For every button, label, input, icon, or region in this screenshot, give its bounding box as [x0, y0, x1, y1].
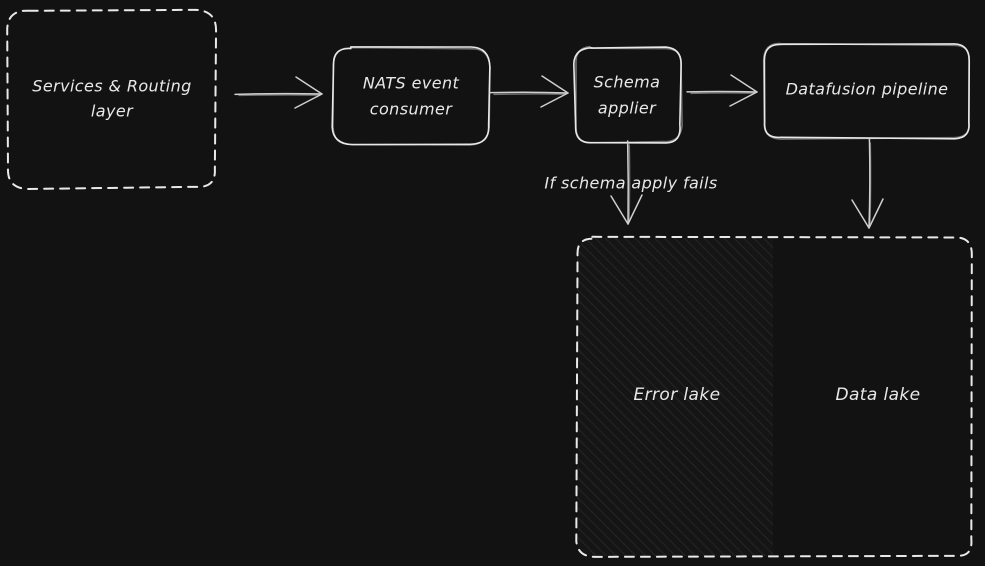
lakes-container-border — [575, 235, 973, 558]
data-lake-label: Data lake — [835, 385, 920, 405]
services-routing-layer-label-line-2: layer — [91, 102, 134, 121]
schema-applier-border-second-pass — [575, 45, 683, 144]
schema-to-datafusion-arrowhead — [729, 74, 758, 107]
lakes-container[interactable]: Error lake Data lake — [575, 235, 973, 558]
node-datafusion-pipeline[interactable]: Datafusion pipeline — [762, 42, 971, 140]
services-to-nats-arrowhead — [294, 76, 323, 109]
nats-event-consumer-border-second-pass — [332, 46, 491, 146]
nats-event-consumer-border — [331, 46, 491, 146]
datafusion-pipeline-border — [763, 43, 971, 140]
schema-applier-label-line-1: Schema — [594, 73, 661, 92]
edge-label-if-schema-apply-fails: If schema apply fails — [544, 174, 717, 193]
nats-event-consumer-label-line-1: NATS event — [363, 74, 460, 93]
schema-to-error-lake-shaft — [626, 140, 629, 225]
schema-applier-border — [573, 46, 682, 144]
error-lake-hatch-fill — [577, 238, 773, 556]
schema-to-error-lake-arrowhead — [610, 194, 643, 225]
services-to-nats-shaft — [234, 92, 323, 96]
datafusion-to-data-lake-shaft-second-pass — [869, 142, 872, 226]
error-lake-label: Error lake — [634, 385, 721, 405]
schema-applier-label-line-2: applier — [598, 99, 657, 118]
node-schema-applier[interactable]: Schema applier — [573, 45, 683, 144]
nats-event-consumer-label-line-2: consumer — [370, 100, 453, 119]
error-lake-region[interactable] — [577, 238, 773, 556]
node-services-routing-layer[interactable]: Services & Routing layer — [6, 8, 218, 190]
node-nats-event-consumer[interactable]: NATS event consumer — [331, 46, 491, 146]
datafusion-to-data-lake-arrowhead — [851, 198, 884, 229]
services-routing-layer-border — [6, 8, 218, 190]
datafusion-pipeline-label-line-1: Datafusion pipeline — [786, 80, 949, 99]
edges-group — [234, 74, 884, 229]
services-routing-layer-label-line-1: Services & Routing — [32, 77, 191, 96]
schema-to-error-lake-shaft-second-pass — [628, 144, 631, 222]
nats-to-schema-arrowhead — [540, 75, 569, 108]
nats-to-schema-shaft — [489, 91, 569, 94]
